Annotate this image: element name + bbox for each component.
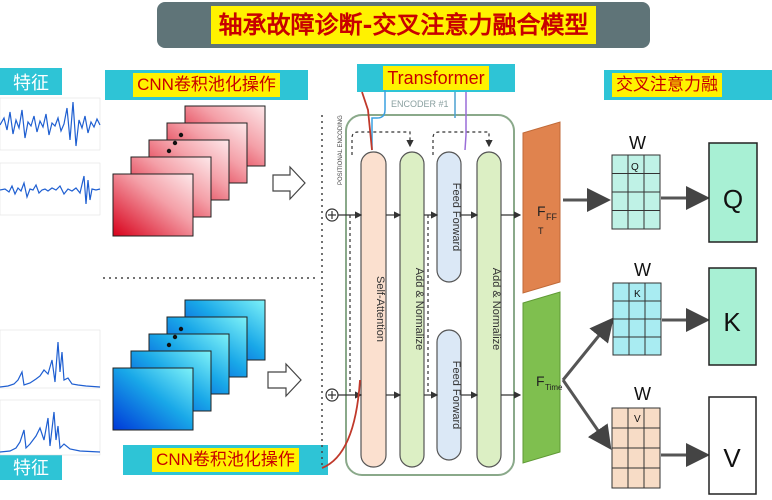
ftime-label: F (536, 373, 545, 389)
v-label: V (723, 443, 741, 473)
feed-forward-2-label: Feed Forward (450, 361, 462, 429)
add-normalize-1-block: Add & Normalize (399, 151, 425, 468)
feature-label-bottom-text: 特征 (13, 457, 49, 478)
signal-plot-1 (0, 97, 101, 151)
title-bar: 轴承故障诊断-交叉注意力融合模型 (157, 2, 650, 48)
q-box: Q (708, 142, 758, 243)
feed-forward-2-block: Feed Forward (436, 329, 462, 461)
cross-attention-label-text: 交叉注意力融 (612, 73, 722, 97)
transformer-label-text: Transformer (383, 66, 489, 90)
input-line-red-bottom (321, 379, 361, 469)
positional-encoding-label: POSITIONAL ENCODING (338, 115, 344, 185)
encoder-flow-arrows (338, 211, 522, 399)
feature-label-top: 特征 (0, 68, 62, 95)
w-k-matrix: W K (612, 260, 662, 356)
add-normalize-2-block: Add & Normalize (476, 151, 502, 468)
encoder-label: ENCODER #1 (391, 99, 449, 109)
ftime-feature-bar: F Time (522, 291, 563, 464)
fff-sub: FF (546, 212, 557, 222)
w-k-sub: K (634, 289, 641, 300)
cnn-label-bottom: CNN卷积池化操作 (123, 445, 328, 475)
cross-attention-label: 交叉注意力融 (604, 70, 772, 100)
page-title: 轴承故障诊断-交叉注意力融合模型 (210, 6, 597, 44)
fff-feature-bar: F FF T (522, 121, 561, 294)
feature-label-bottom: 特征 (0, 453, 62, 480)
k-label: K (723, 307, 741, 337)
add-normalize-2-label: Add & Normalize (490, 268, 502, 351)
v-box: V (708, 396, 757, 495)
input-line-purple (464, 92, 467, 151)
w-q-matrix: W Q (611, 133, 661, 230)
w-v-matrix: W V (611, 384, 661, 489)
feed-forward-1-label: Feed Forward (450, 183, 462, 251)
signal-plot-2 (0, 162, 101, 216)
w-v-label: W (634, 384, 651, 404)
w-v-sub: V (634, 414, 641, 425)
fff-label: F (537, 203, 546, 219)
hollow-arrow-bottom-icon (267, 362, 302, 398)
fff-sub2: T (538, 226, 544, 236)
residual-arrow-2 (432, 131, 493, 155)
w-q-sub: Q (631, 162, 639, 173)
self-attention-label: Self-Attention (374, 276, 386, 342)
transformer-label: Transformer (357, 64, 515, 92)
input-line-blue (371, 90, 386, 150)
w-q-label: W (629, 133, 646, 153)
feed-forward-1-block: Feed Forward (436, 151, 462, 283)
w-k-label: W (634, 260, 651, 280)
cnn-label-top-text: CNN卷积池化操作 (133, 73, 280, 97)
bar-to-w-arrows (561, 188, 614, 450)
spectrum-plot-1 (0, 329, 101, 389)
plus-circle-top-icon (325, 208, 339, 222)
input-line-red (361, 91, 373, 151)
cnn-feature-maps-red (112, 105, 266, 237)
w-to-qkv-arrows (661, 186, 710, 467)
ftime-sub: Time (545, 383, 563, 392)
k-box: K (708, 267, 757, 366)
plus-circle-bottom-icon (325, 388, 339, 402)
residual-arrow-1 (351, 131, 414, 155)
encoder-block (345, 114, 515, 476)
cnn-feature-maps-blue (112, 299, 266, 431)
q-label: Q (723, 184, 743, 214)
cnn-label-top: CNN卷积池化操作 (105, 70, 308, 100)
cnn-label-bottom-text: CNN卷积池化操作 (152, 448, 299, 472)
feature-label-top-text: 特征 (13, 72, 49, 93)
self-attention-block: Self-Attention (360, 151, 387, 468)
add-normalize-1-label: Add & Normalize (413, 268, 425, 351)
spectrum-plot-2 (0, 399, 101, 456)
hollow-arrow-top-icon (272, 165, 306, 201)
